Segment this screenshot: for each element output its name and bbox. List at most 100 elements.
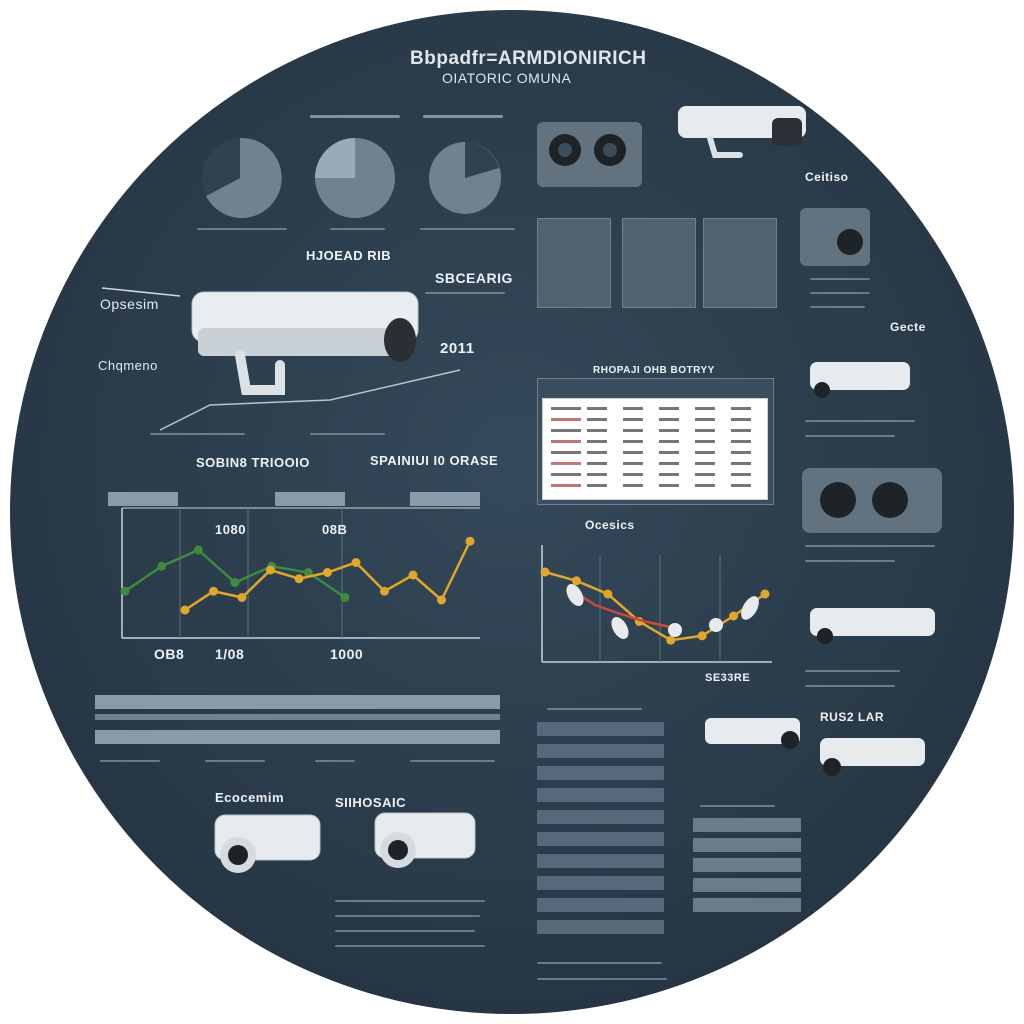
data-point xyxy=(193,545,203,555)
table-cell xyxy=(731,429,751,432)
data-bar xyxy=(95,695,500,709)
table-cell xyxy=(731,462,751,465)
text-line xyxy=(410,760,495,762)
right-camera-icons xyxy=(705,229,942,776)
infographic-circle: Bbpadfr=ARMDIONIRICH OIATORIC OMUNA HJOE… xyxy=(10,10,1014,1014)
table-cell xyxy=(695,418,715,421)
text-line xyxy=(335,915,480,917)
data-point xyxy=(697,631,707,641)
pie-caption: HJOEAD RIB xyxy=(306,248,392,263)
camera-main-icon xyxy=(101,287,461,431)
line-chart-right xyxy=(540,545,772,663)
camera-label: Opsesim xyxy=(100,296,159,312)
list-row xyxy=(537,744,664,758)
text-line xyxy=(810,292,870,294)
data-point xyxy=(465,536,475,546)
table-cell xyxy=(587,462,607,465)
table-cell xyxy=(551,418,581,421)
table-cell xyxy=(587,429,607,432)
table-cell xyxy=(731,418,751,421)
table-cell xyxy=(695,462,715,465)
pie-slice xyxy=(206,137,282,218)
data-point xyxy=(351,558,361,567)
data-point xyxy=(294,574,304,584)
line-chart-left xyxy=(120,507,480,639)
table-cell xyxy=(731,484,751,487)
text-line xyxy=(330,228,385,230)
table-cell xyxy=(551,440,581,443)
pie-slice xyxy=(315,138,355,178)
camera-label-2: Chqmeno xyxy=(98,358,158,373)
text-line xyxy=(547,708,642,710)
text-line xyxy=(310,433,385,435)
data-point xyxy=(266,565,275,575)
data-point xyxy=(230,578,240,587)
data-point xyxy=(323,568,332,577)
small-table-row xyxy=(693,818,801,832)
page-title: Bbpadfr=ARMDIONIRICH xyxy=(410,48,647,69)
table-cell xyxy=(551,451,581,454)
table-cell xyxy=(695,484,715,487)
table-cell xyxy=(659,429,679,432)
text-line xyxy=(810,306,865,308)
legend-bar xyxy=(410,492,480,506)
text-line xyxy=(335,945,485,947)
text-line xyxy=(805,670,900,672)
table-cell xyxy=(623,462,643,465)
text-line xyxy=(805,685,895,687)
table-cell xyxy=(623,440,643,443)
table-cell xyxy=(587,451,607,454)
legend-bar xyxy=(108,492,178,506)
table-cell xyxy=(695,451,715,454)
text-line xyxy=(100,760,160,762)
data-point xyxy=(120,586,130,596)
table-cell xyxy=(659,462,679,465)
data-point xyxy=(408,570,418,580)
table-cell xyxy=(731,451,751,454)
camera-lens-icons xyxy=(549,106,806,166)
section-label: SBCEARIG xyxy=(435,270,513,286)
data-point xyxy=(157,561,167,571)
text-line xyxy=(537,978,667,980)
pie-slice xyxy=(465,142,499,178)
list-row xyxy=(537,854,664,868)
table-cell xyxy=(659,407,679,410)
small-table-row xyxy=(693,878,801,892)
bottom-right-label: RUS2 LAR xyxy=(820,710,885,724)
table-cell xyxy=(659,473,679,476)
text-line xyxy=(700,805,775,807)
right-camera-label: Gecte xyxy=(890,320,926,334)
info-panel xyxy=(703,218,777,308)
table-cell xyxy=(695,440,715,443)
table-cell xyxy=(731,473,751,476)
table-cell xyxy=(587,440,607,443)
table-cell xyxy=(623,484,643,487)
info-panel xyxy=(622,218,696,308)
text-line xyxy=(335,900,485,902)
text-line xyxy=(805,545,935,547)
table-cell xyxy=(587,407,607,410)
text-line xyxy=(310,115,400,118)
text-line xyxy=(810,278,870,280)
data-point xyxy=(340,593,350,602)
table-cell xyxy=(695,429,715,432)
table-cell xyxy=(623,451,643,454)
legend-bar xyxy=(275,492,345,506)
table-cell xyxy=(731,407,751,410)
axis-label: 1/08 xyxy=(215,646,245,662)
axis-label: OB8 xyxy=(154,646,185,662)
list-row xyxy=(537,810,664,824)
table-cell xyxy=(587,484,607,487)
table-cell xyxy=(623,473,643,476)
text-line xyxy=(420,228,515,230)
axis-label: 1000 xyxy=(330,646,364,662)
data-point xyxy=(540,567,550,577)
list-row xyxy=(537,832,664,846)
table-cell xyxy=(551,484,581,487)
table-cell xyxy=(659,418,679,421)
data-point xyxy=(380,586,389,596)
data-table xyxy=(542,398,768,500)
chart-title-left: SOBIN8 TRIOOIO xyxy=(196,455,310,470)
table-cell xyxy=(551,429,581,432)
list-row xyxy=(537,898,664,912)
